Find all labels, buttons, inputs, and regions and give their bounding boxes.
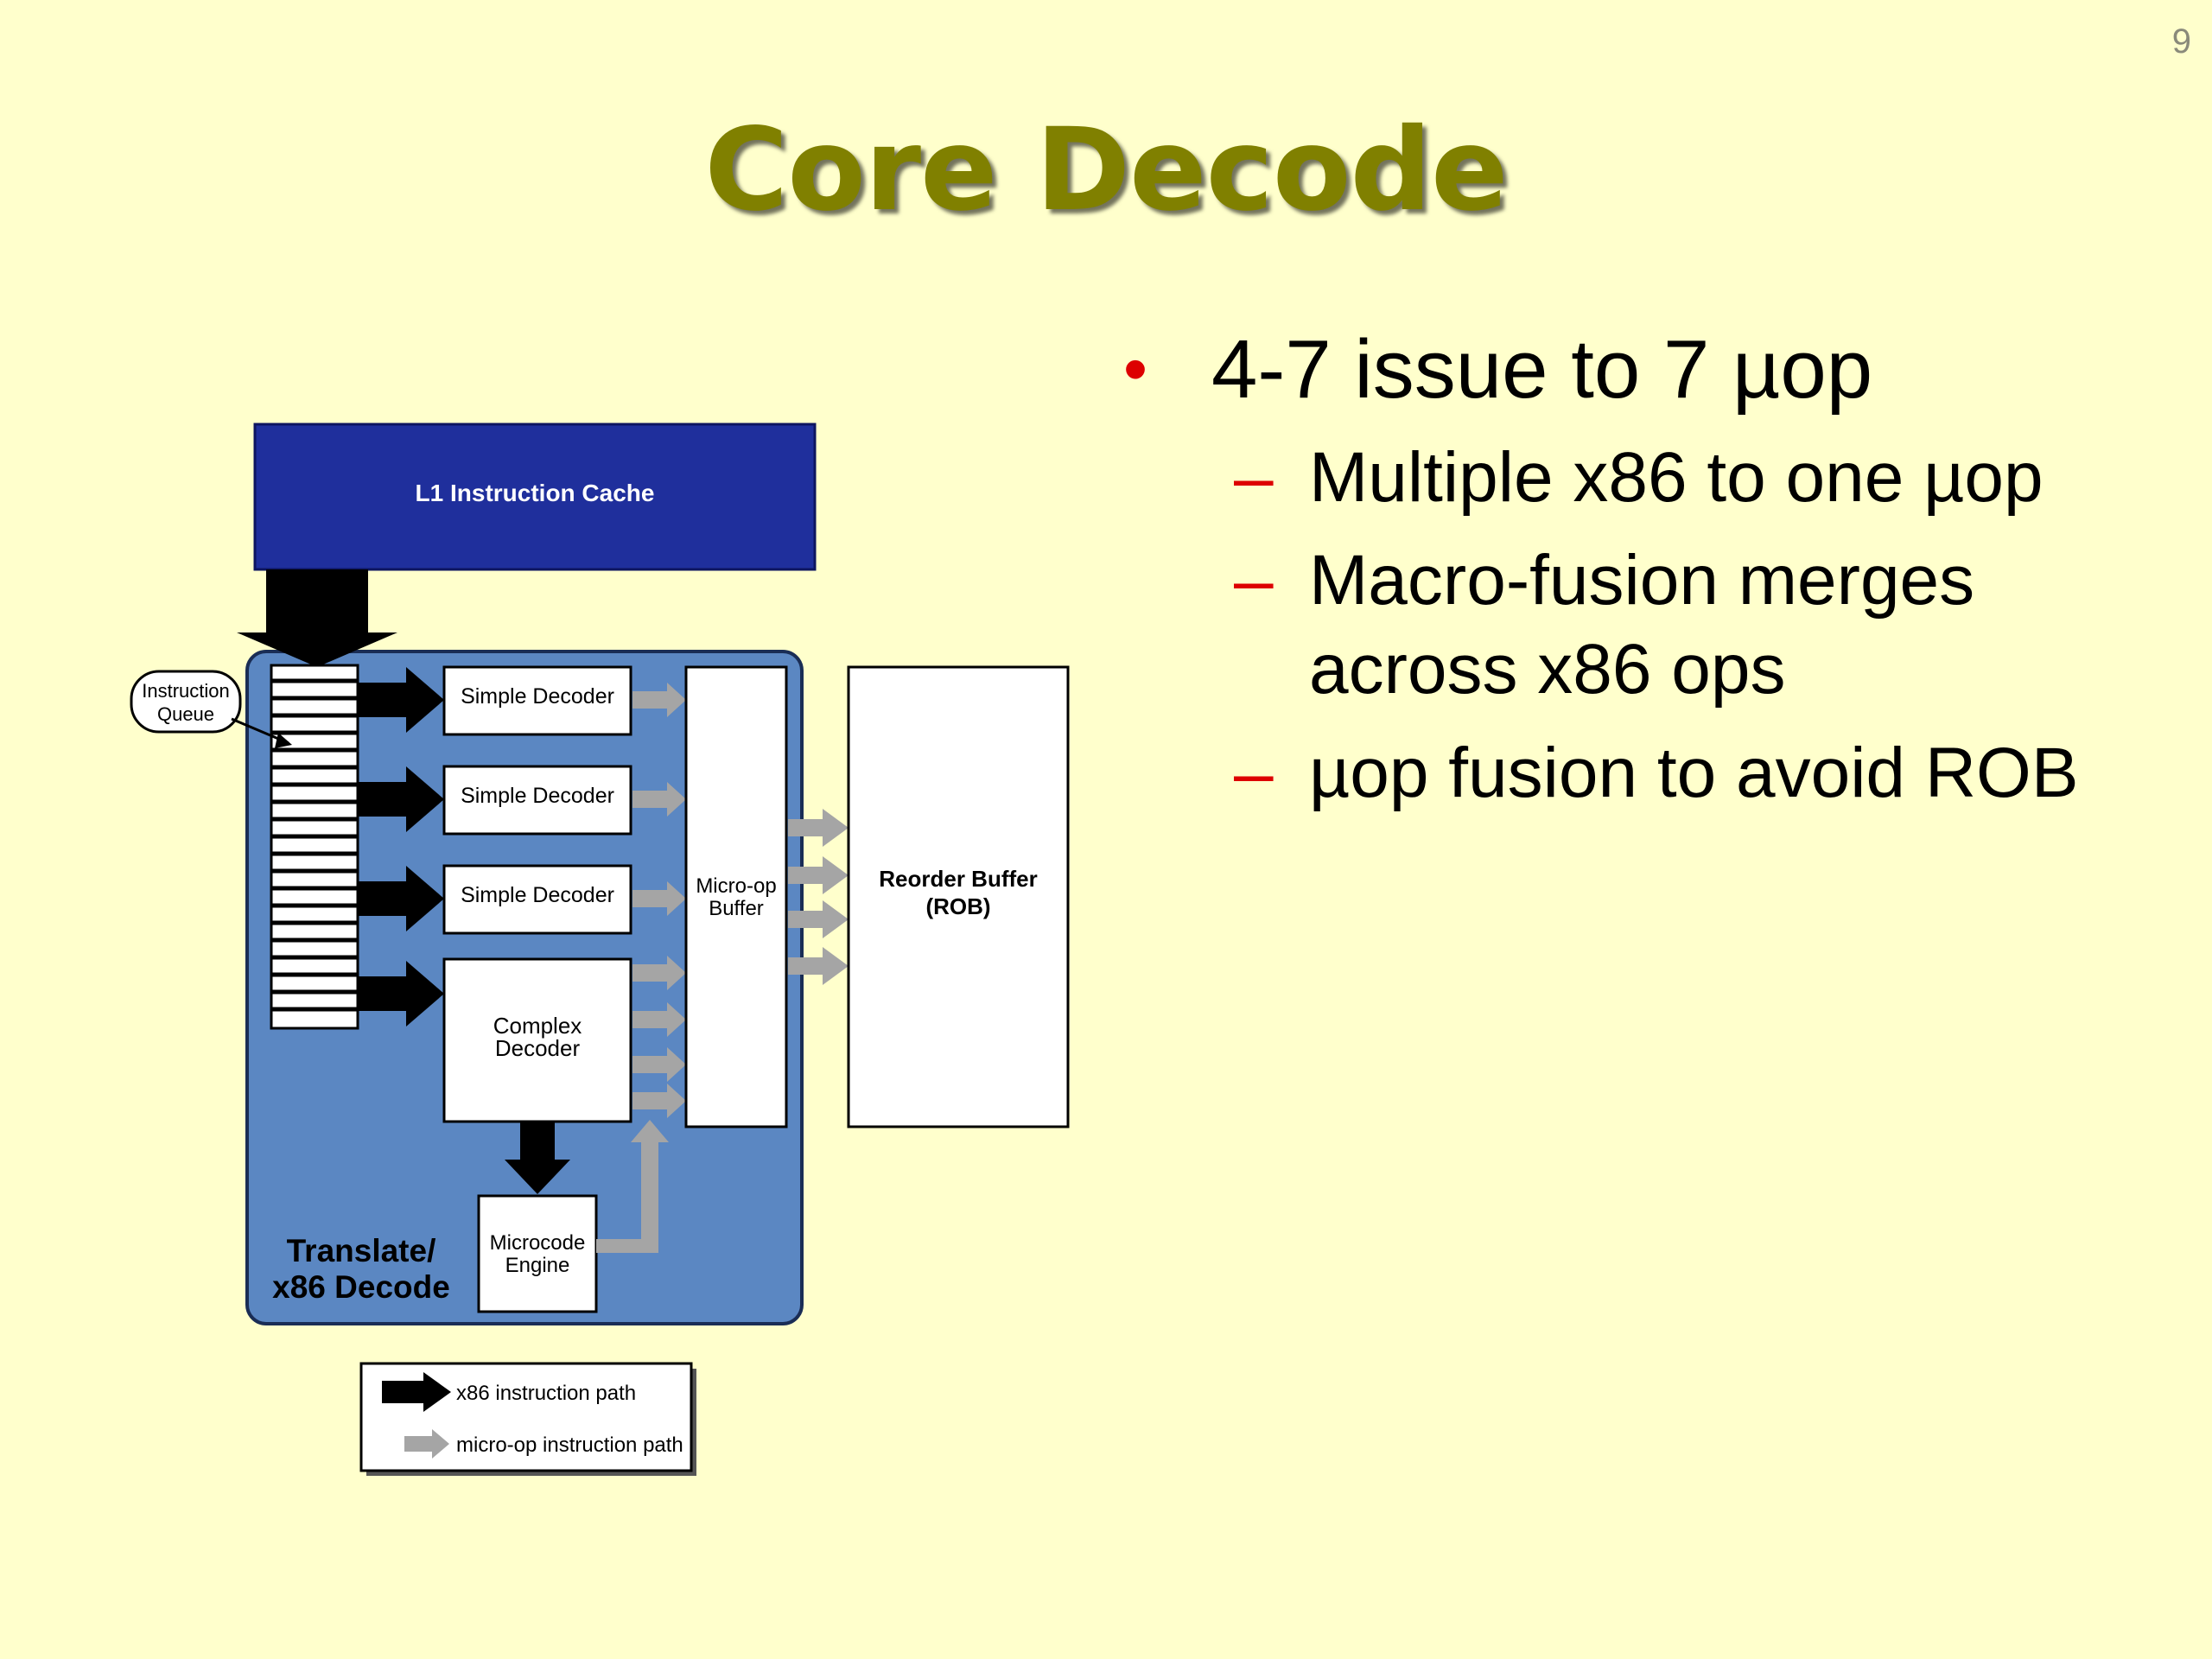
- legend-x86-label: x86 instruction path: [456, 1382, 636, 1405]
- sub-bullet-2: – Macro-fusion merges across x86 ops: [1123, 536, 2160, 715]
- complex-decoder: [442, 957, 632, 1123]
- microcode-to-buffer-path: [596, 1120, 669, 1253]
- instruction-queue-callout: [130, 670, 242, 734]
- callout-pointer-head: [275, 733, 292, 748]
- complex-decoder-label-line1: Complex: [493, 1013, 582, 1039]
- instruction-queue-label-line1: Instruction: [142, 680, 230, 702]
- bullet-list: • 4-7 issue to 7 µop – Multiple x86 to o…: [1123, 324, 2160, 831]
- microop-buffer-label-line1: Micro-op: [696, 874, 776, 898]
- microcode-engine-label-line2: Engine: [505, 1254, 570, 1277]
- simple-decoder-2-label: Simple Decoder: [461, 784, 614, 808]
- simple-decoder-1-label: Simple Decoder: [461, 684, 614, 709]
- instruction-queue: [270, 664, 359, 1030]
- reorder-buffer-label-line1: Reorder Buffer: [879, 866, 1037, 892]
- l1-cache-label: L1 Instruction Cache: [416, 480, 655, 506]
- slide-title: Core Decode: [704, 104, 1508, 237]
- x86-arrow-decoder-2: [358, 766, 444, 832]
- cache-to-queue-arrow: [237, 569, 397, 667]
- dash-icon: –: [1234, 540, 1274, 620]
- legend-x86-arrow: [382, 1372, 451, 1412]
- dash-icon: –: [1234, 437, 1274, 517]
- x86-arrow-complex-decoder: [358, 961, 444, 1027]
- complex-decoder-label-line2: Decoder: [495, 1035, 581, 1061]
- instruction-queue-stripes: [271, 678, 358, 1012]
- reorder-buffer: [847, 665, 1070, 1128]
- bullet-main-text: 4-7 issue to 7 µop: [1211, 323, 1873, 416]
- sub-bullet-3: – µop fusion to avoid ROB: [1123, 728, 2160, 817]
- l1-instruction-cache: [253, 423, 817, 571]
- sub-bullet-1: – Multiple x86 to one µop: [1123, 433, 2160, 522]
- microop-buffer: [684, 665, 788, 1128]
- simple-decoder-3-label: Simple Decoder: [461, 883, 614, 907]
- page-number: 9: [2171, 22, 2191, 60]
- x86-arrow-decoder-3: [358, 866, 444, 931]
- x86-arrow-decoder-1: [358, 667, 444, 733]
- sub-bullet-1-text: Multiple x86 to one µop: [1309, 437, 2044, 517]
- reorder-buffer-label-line2: (ROB): [925, 893, 990, 919]
- bullet-main: • 4-7 issue to 7 µop: [1123, 324, 2160, 416]
- complex-to-microcode-arrow: [505, 1122, 570, 1194]
- microop-arrows-decoders: [632, 683, 686, 1118]
- core-decode-diagram: L1 Instruction Cache: [130, 423, 1070, 1476]
- legend-microop-label: micro-op instruction path: [456, 1433, 683, 1457]
- simple-decoder-1: [442, 665, 632, 736]
- legend-microop-arrow: [404, 1429, 449, 1459]
- microcode-engine-label-line1: Microcode: [490, 1231, 586, 1255]
- sub-bullet-2-text: Macro-fusion merges across x86 ops: [1309, 540, 1975, 709]
- dash-icon: –: [1234, 733, 1274, 812]
- translate-label-line1: Translate/: [287, 1233, 436, 1268]
- translate-label-line2: x86 Decode: [272, 1269, 450, 1305]
- microop-arrows-to-rob: [788, 809, 849, 985]
- microcode-engine: [477, 1194, 598, 1313]
- bullet-dot-icon: •: [1123, 330, 1148, 407]
- instruction-queue-label-line2: Queue: [157, 703, 214, 725]
- simple-decoder-2: [442, 765, 632, 836]
- sub-bullet-3-text: µop fusion to avoid ROB: [1309, 733, 2079, 812]
- simple-decoder-3: [442, 864, 632, 935]
- microop-buffer-label-line2: Buffer: [709, 897, 764, 920]
